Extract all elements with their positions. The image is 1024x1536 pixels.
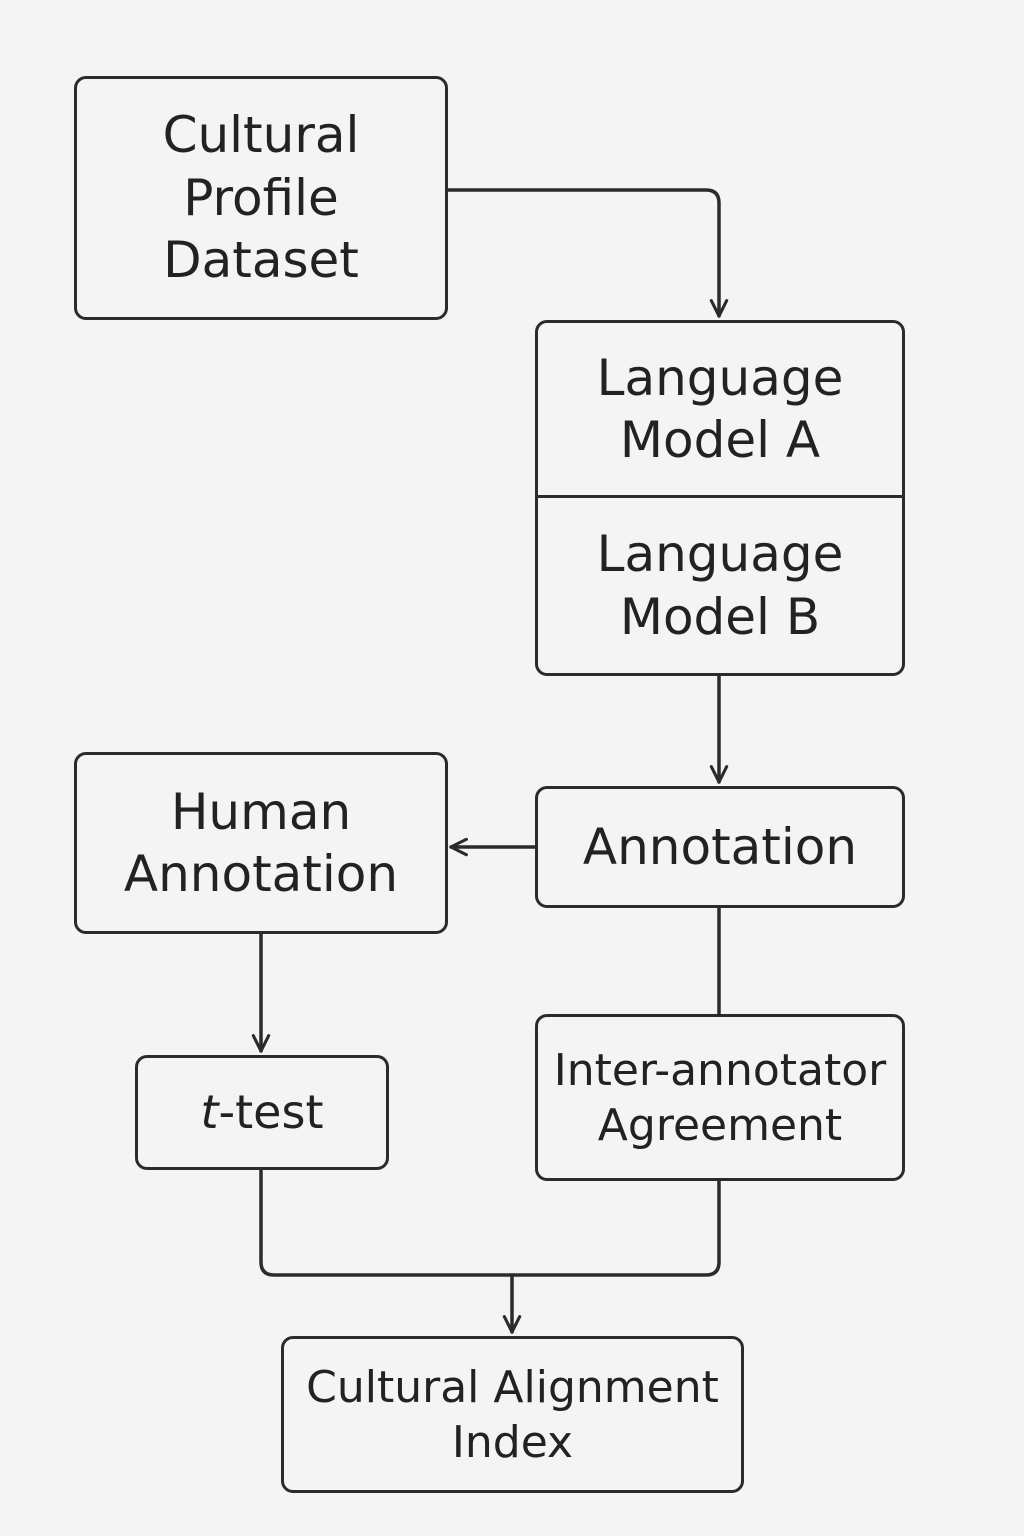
cultural-profile-dataset-node: Cultural Profile Dataset <box>74 76 448 320</box>
edge-dataset-to-models <box>446 188 729 318</box>
language-model-b-cell: Language Model B <box>538 498 902 673</box>
language-model-a-label: Language Model A <box>596 348 844 470</box>
language-model-b-label: Language Model B <box>596 525 844 646</box>
cultural-profile-dataset-label: Cultural Profile Dataset <box>162 106 360 290</box>
cultural-alignment-index-node: Cultural Alignment Index <box>281 1336 744 1493</box>
t-test-variable: t <box>200 1084 219 1139</box>
language-models-node: Language Model A Language Model B <box>535 320 905 676</box>
language-model-a-cell: Language Model A <box>538 323 902 498</box>
human-annotation-node: Human Annotation <box>74 752 448 934</box>
annotation-node: Annotation <box>535 786 905 908</box>
t-test-suffix: -test <box>218 1084 324 1139</box>
annotation-label: Annotation <box>582 817 858 876</box>
human-annotation-label: Human Annotation <box>123 782 399 904</box>
t-test-node: t-test <box>135 1055 389 1170</box>
t-test-label: t-test <box>201 1084 324 1142</box>
edge-ttest-to-index <box>259 1168 721 1277</box>
inter-annotator-agreement-label: Inter-annotator Agreement <box>553 1044 887 1151</box>
inter-annotator-agreement-node: Inter-annotator Agreement <box>535 1014 905 1181</box>
cultural-alignment-index-label: Cultural Alignment Index <box>306 1361 719 1468</box>
